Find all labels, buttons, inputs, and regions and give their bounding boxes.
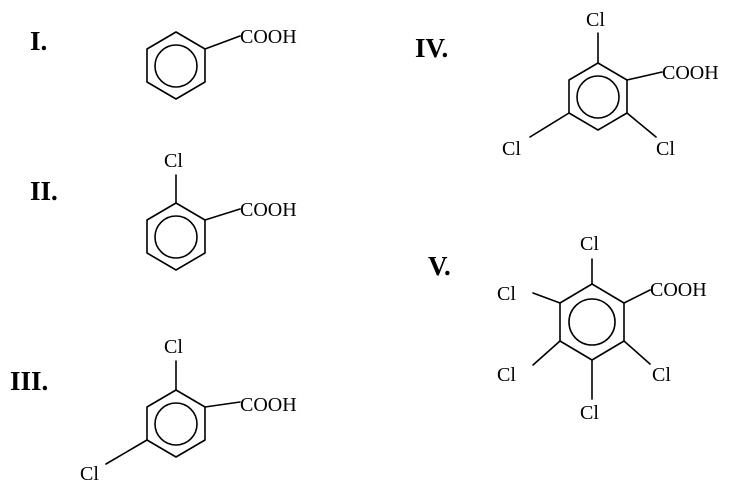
structure-4-bond-cl-right xyxy=(626,112,657,138)
structure-3-bond-cooh xyxy=(204,401,241,408)
structure-1-label: I. xyxy=(30,26,47,56)
structure-5-bond-cooh xyxy=(623,289,651,304)
structure-1-aromatic-circle xyxy=(154,44,198,88)
structure-1-cooh-label: COOH xyxy=(240,26,297,48)
structure-5-cl-top-label: Cl xyxy=(580,233,599,255)
structure-4-cl-left-label: Cl xyxy=(502,138,521,160)
structure-5-bond-cl-upper-left xyxy=(532,292,561,304)
structure-3-aromatic-circle xyxy=(154,402,198,446)
structure-5-cooh-label: COOH xyxy=(650,279,707,301)
structure-4-cooh-label: COOH xyxy=(662,62,719,84)
structure-5-label: V. xyxy=(428,251,451,281)
structure-3-bond-cl-bottom xyxy=(105,439,148,465)
structure-3-label: III. xyxy=(10,366,48,396)
structure-3: III. Cl COOH Cl xyxy=(10,336,297,485)
structure-5-bond-cl-lower-right xyxy=(623,340,651,365)
structure-3-cl-bottom-label: Cl xyxy=(80,463,99,485)
structure-1: I. COOH xyxy=(30,26,297,100)
structure-4-cl-right-label: Cl xyxy=(656,138,675,160)
structure-5-cl-bottom-label: Cl xyxy=(580,402,599,424)
structure-4-cl-top-label: Cl xyxy=(586,9,605,31)
structure-5-cl-lower-left-label: Cl xyxy=(497,364,516,386)
structure-5-cl-lower-right-label: Cl xyxy=(652,364,671,386)
structure-4-bond-cl-left xyxy=(529,112,570,138)
structure-5-cl-upper-left-label: Cl xyxy=(497,283,516,305)
structure-5-aromatic-circle xyxy=(568,298,616,346)
structure-3-cl-top-label: Cl xyxy=(164,336,183,358)
structure-4: IV. Cl COOH Cl Cl xyxy=(415,9,719,160)
structure-2-bond-cooh xyxy=(204,208,241,221)
structure-2: II. Cl COOH xyxy=(30,150,297,271)
structure-5: V. Cl COOH Cl Cl Cl Cl xyxy=(428,233,707,424)
structure-4-label: IV. xyxy=(415,33,448,63)
structure-5-bond-cl-lower-left xyxy=(532,340,561,366)
structure-2-aromatic-circle xyxy=(154,215,198,259)
structure-3-cooh-label: COOH xyxy=(240,394,297,416)
structure-2-cl-label: Cl xyxy=(164,150,183,172)
structure-2-label: II. xyxy=(30,176,58,206)
structure-2-cooh-label: COOH xyxy=(240,199,297,221)
structure-4-aromatic-circle xyxy=(576,75,620,119)
structure-4-bond-cooh xyxy=(626,71,663,81)
structure-1-bond-cooh xyxy=(204,35,241,50)
